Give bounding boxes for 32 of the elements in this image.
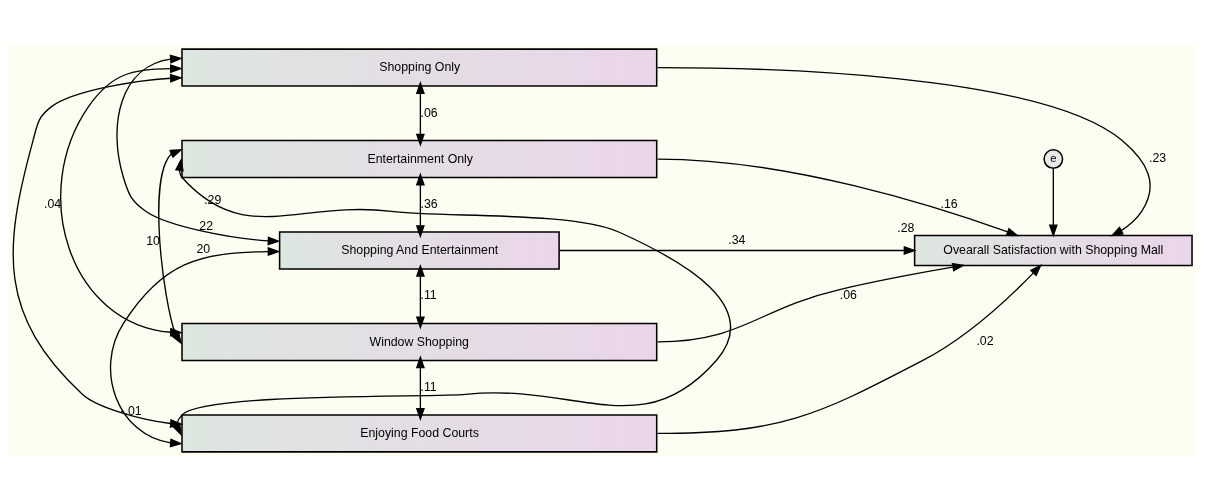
arrow	[657, 158, 1020, 237]
arrow	[558, 245, 917, 256]
arrow	[657, 262, 966, 343]
edge-label: .16	[940, 196, 958, 211]
edge-label: .02	[976, 334, 994, 349]
node-box: Enjoying Food Courts	[181, 414, 658, 453]
arrow	[116, 54, 281, 246]
edge-label: .34	[728, 232, 746, 247]
node-label: .28	[897, 221, 915, 236]
arrow	[415, 81, 425, 147]
arrow	[657, 66, 1151, 237]
edge-label: .06	[420, 105, 438, 120]
edge-label: .23	[1149, 151, 1167, 166]
node-box: Ovearall Satisfaction with Shopping Mall	[913, 234, 1193, 267]
arrow	[1048, 167, 1058, 238]
edge-label: .36	[420, 196, 438, 211]
arrow	[110, 247, 281, 448]
node-box: Shopping Only	[181, 48, 658, 87]
edge-label: .11	[420, 379, 437, 394]
arrow	[415, 355, 425, 422]
arrow	[172, 158, 731, 437]
edge-label: .11	[420, 288, 437, 303]
node-box: Shopping And Entertainment	[278, 231, 560, 270]
arrow	[415, 172, 425, 239]
edge-label: 22	[199, 218, 214, 233]
edge-label: 20	[196, 242, 211, 257]
arrow	[415, 263, 425, 330]
node-box: Window Shopping	[181, 322, 658, 362]
node-box: Entertainment Only	[181, 139, 658, 179]
edge-label: .06	[839, 288, 857, 303]
node-circle: e	[1043, 149, 1064, 170]
arrow	[657, 263, 1043, 435]
